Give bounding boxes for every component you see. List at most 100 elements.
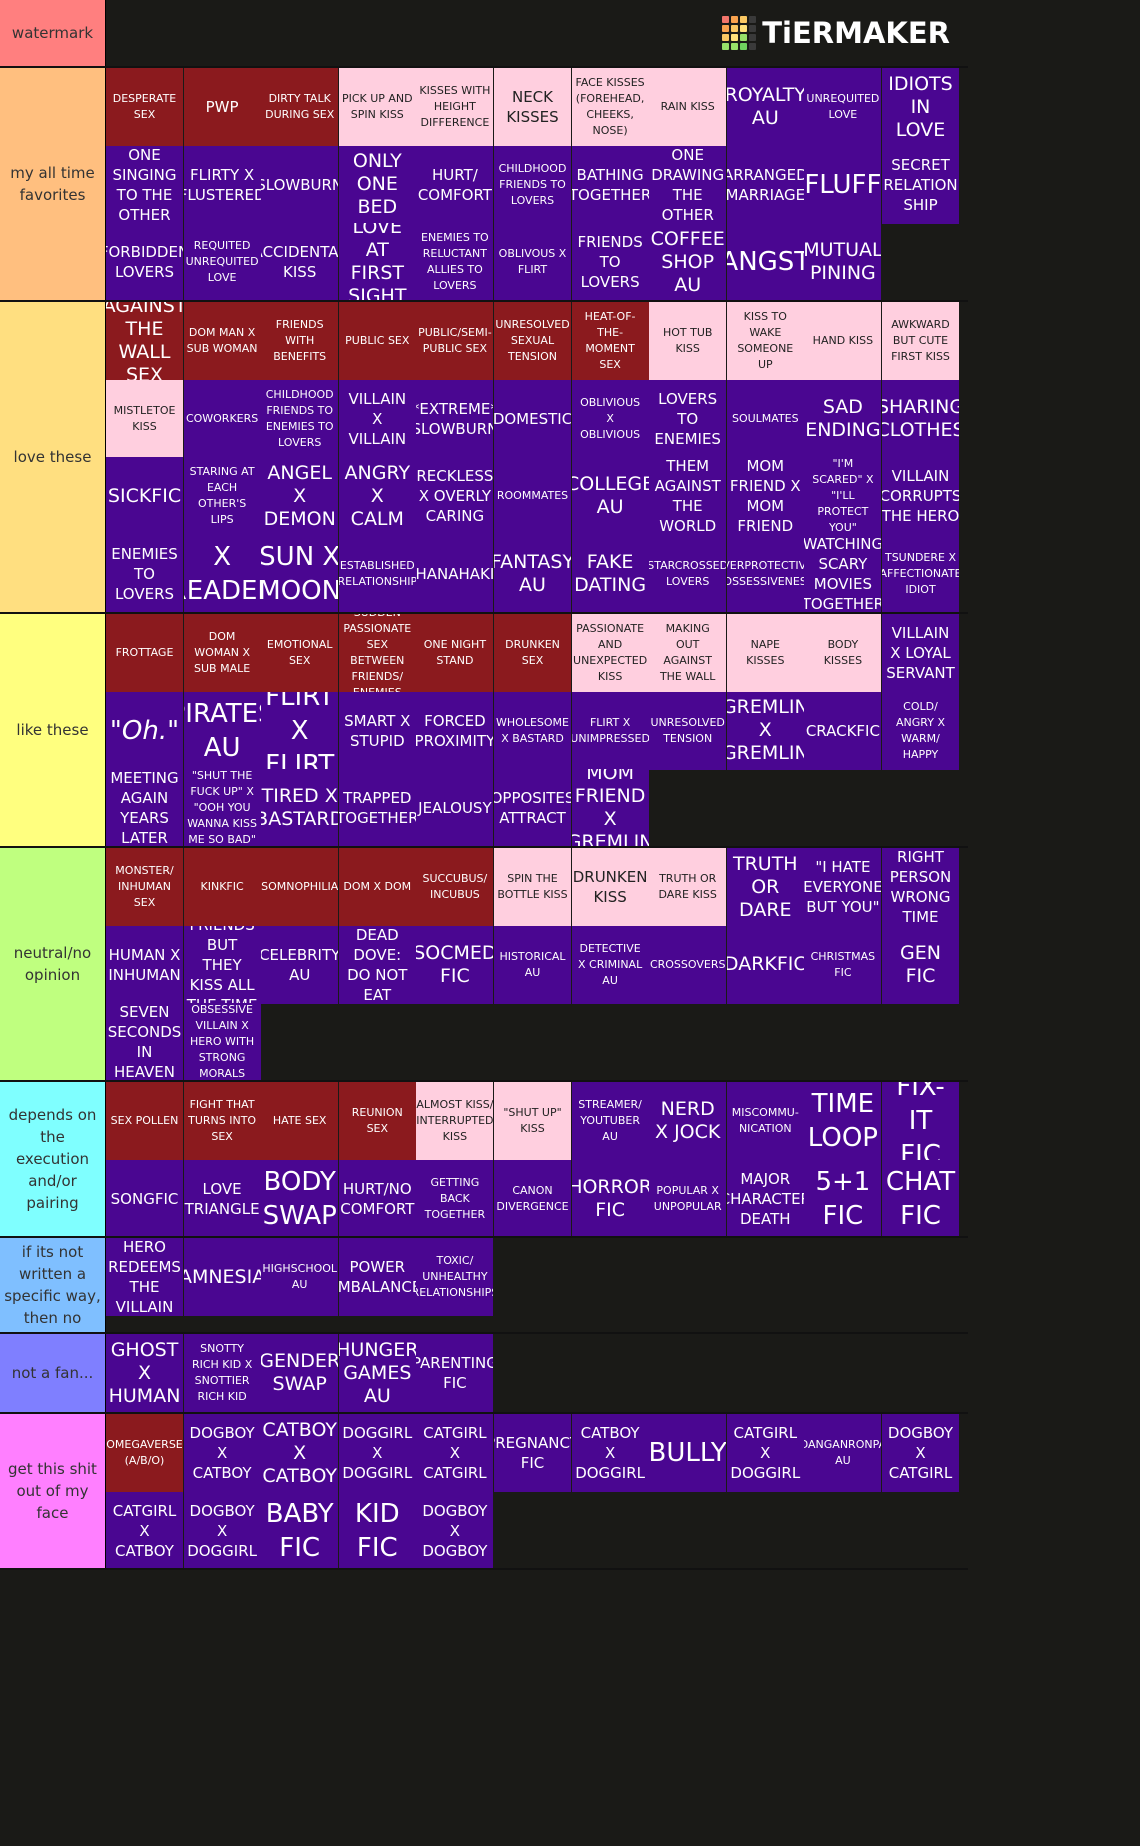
tier-item[interactable]: PUBLIC/SEMI-PUBLIC SEX (416, 302, 494, 380)
tier-item[interactable]: DOGBOY X DOGGIRL (183, 1491, 261, 1570)
tier-item[interactable]: SECRET RELATION SHIP (882, 145, 959, 224)
tier-item[interactable]: DOGBOY X CATBOY (183, 1414, 261, 1492)
tier-item[interactable]: VILLAIN CORRUPTS THE HERO (882, 457, 959, 535)
tier-item[interactable]: WHOLESOME X BASTARD (494, 691, 571, 770)
tier-item[interactable]: SNOTTY RICH KID X SNOTTIER RICH KID (183, 1334, 261, 1412)
tier-item[interactable]: UNRESOLVED TENSION (649, 691, 727, 770)
tier-item[interactable]: CELEBRITY AU (261, 925, 339, 1004)
tier-item[interactable]: SAD ENDING (804, 379, 882, 458)
tier-item[interactable]: "I'M SCARED" X "I'LL PROTECT YOU" (804, 457, 882, 535)
tier-item[interactable]: HATE SEX (261, 1082, 339, 1160)
tier-item[interactable]: FORBIDDEN LOVERS (106, 223, 183, 301)
tier-item[interactable]: FLUFF (804, 145, 882, 224)
tier-item[interactable]: ARRANGED MARRIAGE (726, 145, 804, 224)
tier-item[interactable]: OPPOSITES ATTRACT (494, 769, 571, 847)
tier-item[interactable]: SEVEN SECONDS IN HEAVEN (106, 1003, 183, 1081)
tier-item[interactable]: FAKE DATING (571, 534, 649, 613)
tier-item[interactable]: ANGEL X DEMON (261, 457, 339, 535)
tier-item[interactable]: FIGHT THAT TURNS INTO SEX (183, 1082, 261, 1160)
tier-label[interactable]: neutral/no opinion (0, 848, 106, 1080)
tier-item[interactable]: MUTUAL PINING (804, 223, 882, 301)
tier-item[interactable]: SOMNOPHILIA (261, 848, 339, 926)
tier-item[interactable]: "SHUT THE FUCK UP" X "OOH YOU WANNA KISS… (183, 769, 261, 847)
tier-item[interactable]: ROOMMATES (494, 457, 571, 535)
tier-item[interactable]: DARKFIC (726, 925, 804, 1004)
tier-item[interactable]: MOM FRIEND X GREMLIN (571, 769, 649, 847)
tier-item[interactable]: CANON DIVERGENCE (494, 1159, 571, 1238)
tier-item[interactable]: SEX POLLEN (106, 1082, 183, 1160)
tier-item[interactable]: HURT/ COMFORT (416, 145, 494, 224)
tier-item[interactable]: VILLAIN X VILLAIN (338, 379, 416, 458)
tier-label[interactable]: my all time favorites (0, 68, 106, 300)
tier-item[interactable]: HORROR FIC (571, 1159, 649, 1238)
tier-item[interactable]: DIRTY TALK DURING SEX (261, 68, 339, 146)
tier-item[interactable]: DOM MAN X SUB WOMAN (183, 302, 261, 380)
tier-item[interactable]: SUCCUBUS/ INCUBUS (416, 848, 494, 926)
tier-item[interactable]: ANGRY X CALM (338, 457, 416, 535)
tier-item[interactable]: X READER (183, 534, 261, 613)
tier-item[interactable]: SLOWBURN (261, 145, 339, 224)
tier-item[interactable]: SOULMATES (726, 379, 804, 458)
tier-item[interactable]: CHILDHOOD FRIENDS TO ENEMIES TO LOVERS (261, 379, 339, 458)
tier-item[interactable]: CHAT FIC (882, 1159, 959, 1238)
tier-item[interactable]: KINKFIC (183, 848, 261, 926)
tier-item[interactable]: FANTASY AU (494, 534, 571, 613)
tier-item[interactable]: HAND KISS (804, 302, 882, 380)
tier-item[interactable]: PIRATES AU (183, 691, 261, 770)
tier-item[interactable]: BATHING TOGETHER (571, 145, 649, 224)
tier-item[interactable]: MONSTER/ INHUMAN SEX (106, 848, 183, 926)
tier-item[interactable]: FRIENDS TO LOVERS (571, 223, 649, 301)
tier-item[interactable]: REUNION SEX (338, 1082, 416, 1160)
tier-item[interactable]: CATGIRL X CATBOY (106, 1491, 183, 1570)
tier-label[interactable]: if its not written a specific way, then … (0, 1238, 106, 1332)
tier-item[interactable]: "I HATE EVERYONE BUT YOU" (804, 848, 882, 926)
tier-item[interactable]: BODY SWAP (261, 1159, 339, 1238)
tier-item[interactable]: SICKFIC (106, 457, 183, 535)
tier-item[interactable]: REQUITED UNREQUITED LOVE (183, 223, 261, 301)
tier-item[interactable]: FRIENDS BUT THEY KISS ALL THE TIME (183, 925, 261, 1004)
tier-item[interactable]: DOGBOY X CATGIRL (882, 1414, 959, 1492)
tier-item[interactable]: BULLY (649, 1414, 727, 1492)
tier-item[interactable]: HERO REDEEMS THE VILLAIN (106, 1238, 183, 1316)
tier-item[interactable]: MAKING OUT AGAINST THE WALL (649, 614, 727, 692)
tier-item[interactable]: KID FIC (338, 1491, 416, 1570)
tier-item[interactable]: TRUTH OR DARE (726, 848, 804, 926)
tier-item[interactable]: DOM WOMAN X SUB MALE (183, 614, 261, 692)
tier-item[interactable]: DOGBOY X DOGBOY (416, 1491, 494, 1570)
tier-item[interactable]: DOMESTIC (494, 379, 571, 458)
tier-item[interactable]: LOVE TRIANGLE (183, 1159, 261, 1238)
tier-item[interactable]: ONE SINGING TO THE OTHER (106, 145, 183, 224)
tier-item[interactable]: TOXIC/ UNHEALTHY RELATIONSHIPS (416, 1238, 494, 1316)
tier-item[interactable]: "SHUT UP" KISS (494, 1082, 571, 1160)
tier-item[interactable]: WATCHING SCARY MOVIES TOGETHER (804, 534, 882, 613)
tier-item[interactable]: CROSSOVERS (649, 925, 727, 1004)
tier-item[interactable]: ROYALTY AU (726, 68, 804, 146)
tier-item[interactable]: OBLIVIOUS X OBLIVIOUS (571, 379, 649, 458)
tier-item[interactable]: ONE NIGHT STAND (416, 614, 494, 692)
tier-item[interactable]: HUNGER GAMES AU (338, 1334, 416, 1412)
tier-item[interactable]: IDIOTS IN LOVE (882, 68, 959, 146)
tier-item[interactable]: CATBOY X CATBOY (261, 1414, 339, 1492)
tier-item[interactable]: DRUNKEN KISS (571, 848, 649, 926)
tier-item[interactable]: GENDER SWAP (261, 1334, 339, 1412)
tier-item[interactable]: HEAT-OF-THE-MOMENT SEX (571, 302, 649, 380)
tier-item[interactable]: FACE KISSES (FOREHEAD, CHEEKS, NOSE) (571, 68, 649, 146)
tier-item[interactable]: THEM AGAINST THE WORLD (649, 457, 727, 535)
tier-item[interactable]: 5+1 FIC (804, 1159, 882, 1238)
tier-item[interactable]: MAJOR CHARACTER DEATH (726, 1159, 804, 1238)
tier-label[interactable]: not a fan... (0, 1334, 106, 1412)
tier-item[interactable]: ANGST (726, 223, 804, 301)
tier-item[interactable]: ENEMIES TO RELUCTANT ALLIES TO LOVERS (416, 223, 494, 301)
tier-item[interactable]: SMART X STUPID (338, 691, 416, 770)
tier-item[interactable]: MISTLETOE KISS (106, 379, 183, 458)
tier-item[interactable]: LOVERS TO ENEMIES (649, 379, 727, 458)
tier-item[interactable]: AMNESIA (183, 1238, 261, 1316)
tier-label[interactable]: like these (0, 614, 106, 846)
tier-item[interactable]: KISS TO WAKE SOMEONE UP (726, 302, 804, 380)
tier-item[interactable]: HIGHSCHOOL AU (261, 1238, 339, 1316)
tier-item[interactable]: TSUNDERE X AFFECTIONATE IDIOT (882, 534, 959, 613)
tier-item[interactable]: FRIENDS WITH BENEFITS (261, 302, 339, 380)
tier-item[interactable]: RIGHT PERSON WRONG TIME (882, 848, 959, 926)
tier-item[interactable]: ENEMIES TO LOVERS (106, 534, 183, 613)
tier-item[interactable]: SHARING CLOTHES (882, 379, 959, 458)
